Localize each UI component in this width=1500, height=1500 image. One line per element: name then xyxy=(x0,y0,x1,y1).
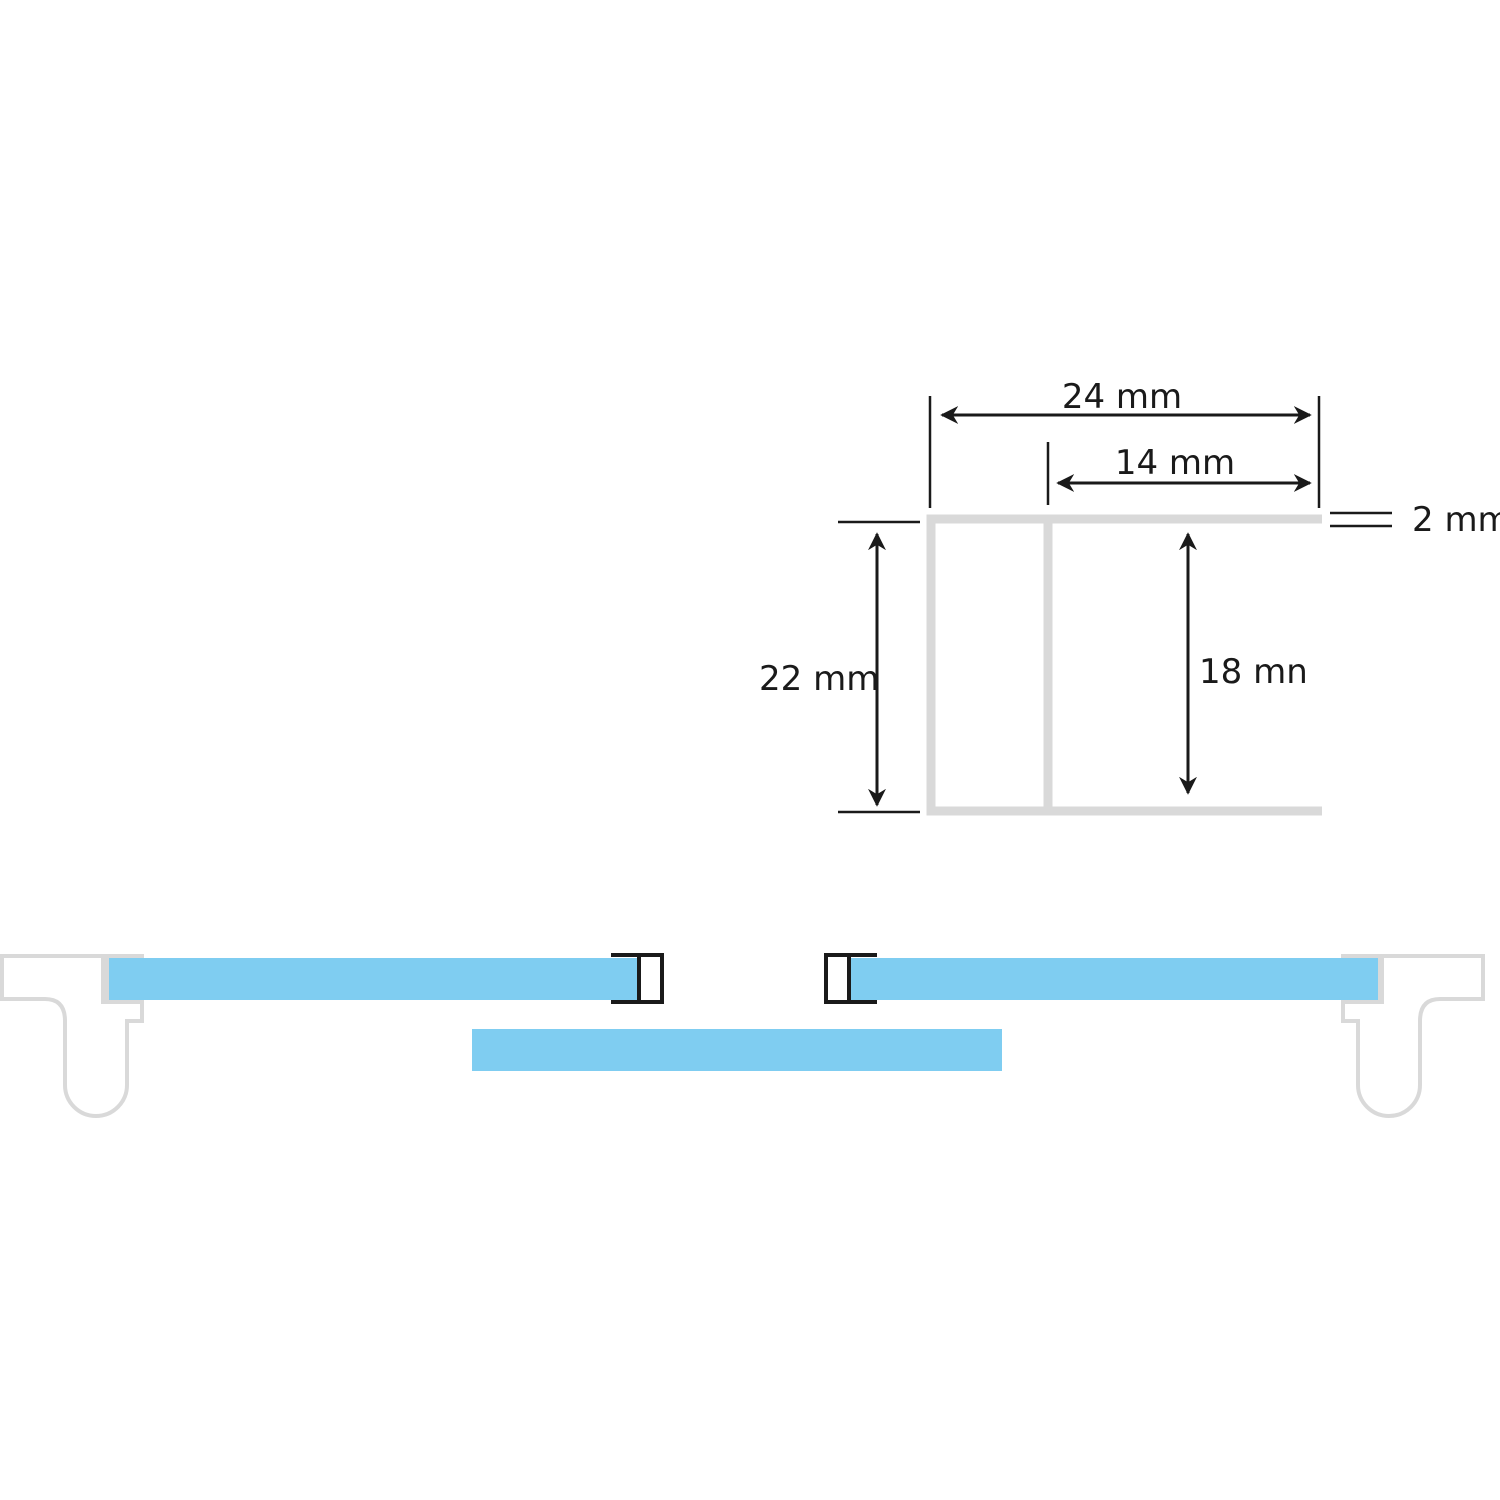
label-wall-thickness: 2 mm xyxy=(1412,500,1500,540)
left-seal-profile xyxy=(611,953,664,1004)
label-inner-height: 18 mn xyxy=(1199,652,1308,692)
h-profile-cross-section xyxy=(926,514,1322,816)
left-glass-panel xyxy=(109,958,637,1000)
label-inner-width: 14 mm xyxy=(1115,443,1235,483)
profile-outer-frame xyxy=(926,514,1322,816)
right-glass-panel xyxy=(847,958,1378,1000)
label-total-width: 24 mm xyxy=(1062,377,1182,417)
right-seal-profile xyxy=(824,953,877,1004)
door-assembly-plan-view xyxy=(0,953,1485,1118)
dimension-labels: 24 mm 14 mm 2 mm 22 mm 18 mn xyxy=(759,377,1500,699)
dimension-annotations xyxy=(838,396,1392,814)
label-total-height: 22 mm xyxy=(759,659,879,699)
sliding-glass-panel xyxy=(472,1029,1002,1071)
